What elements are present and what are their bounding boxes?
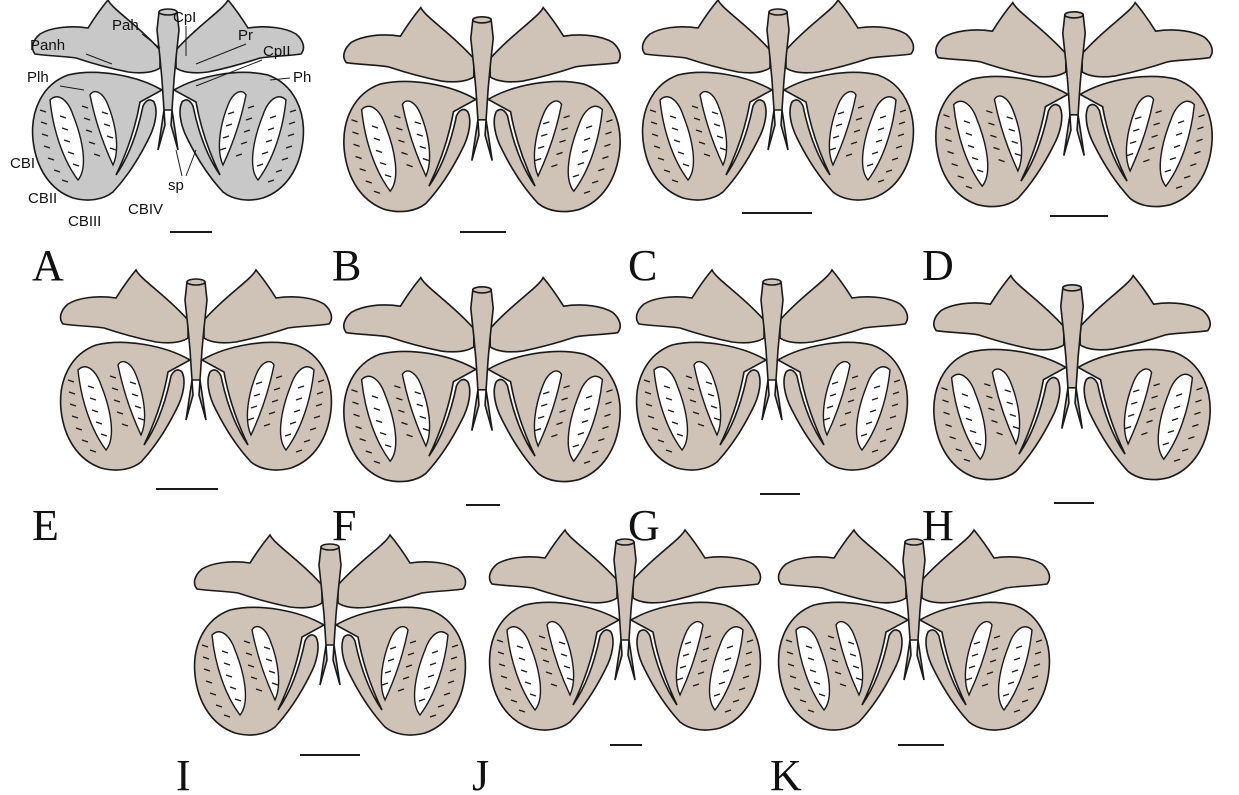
label-cpi: CpI xyxy=(173,9,196,26)
panel-letter-k: K xyxy=(770,751,802,795)
panel-letter-d: D xyxy=(922,241,954,290)
label-cbii: CBII xyxy=(28,190,57,207)
label-cpii: CpII xyxy=(263,43,291,60)
skeleton-panel-g xyxy=(637,270,908,470)
label-pr: Pr xyxy=(238,27,253,44)
skeleton-panel-i xyxy=(195,535,466,735)
panel-letter-j: J xyxy=(472,751,489,795)
panels-layer xyxy=(33,0,1213,735)
label-cbiv: CBIV xyxy=(128,201,163,218)
panel-letter-h: H xyxy=(922,501,954,550)
label-cbiii: CBIII xyxy=(68,213,101,230)
label-sp: sp xyxy=(168,177,184,194)
label-plh: Plh xyxy=(27,69,49,86)
label-ph: Ph xyxy=(293,69,311,86)
panel-letter-b: B xyxy=(332,241,361,290)
panel-letter-g: G xyxy=(628,501,660,550)
skeleton-panel-j xyxy=(490,530,761,730)
skeleton-panel-d xyxy=(936,3,1212,207)
skeleton-panel-e xyxy=(61,270,332,470)
label-panh: Panh xyxy=(30,37,65,54)
skeleton-panel-a xyxy=(33,0,304,200)
panel-letter-a: A xyxy=(32,241,64,290)
panel-letter-c: C xyxy=(628,241,657,290)
panel-letter-i: I xyxy=(176,751,191,795)
skeleton-panel-h xyxy=(934,276,1210,480)
label-pah: Pah xyxy=(112,17,139,34)
skeleton-panel-c xyxy=(643,0,914,200)
panel-letter-f: F xyxy=(332,501,356,550)
panel-letter-e: E xyxy=(32,501,59,550)
skeleton-panel-b xyxy=(344,8,620,212)
skeleton-panel-k xyxy=(779,530,1050,730)
label-cbi: CBI xyxy=(10,155,35,172)
skeleton-panel-f xyxy=(344,278,620,482)
